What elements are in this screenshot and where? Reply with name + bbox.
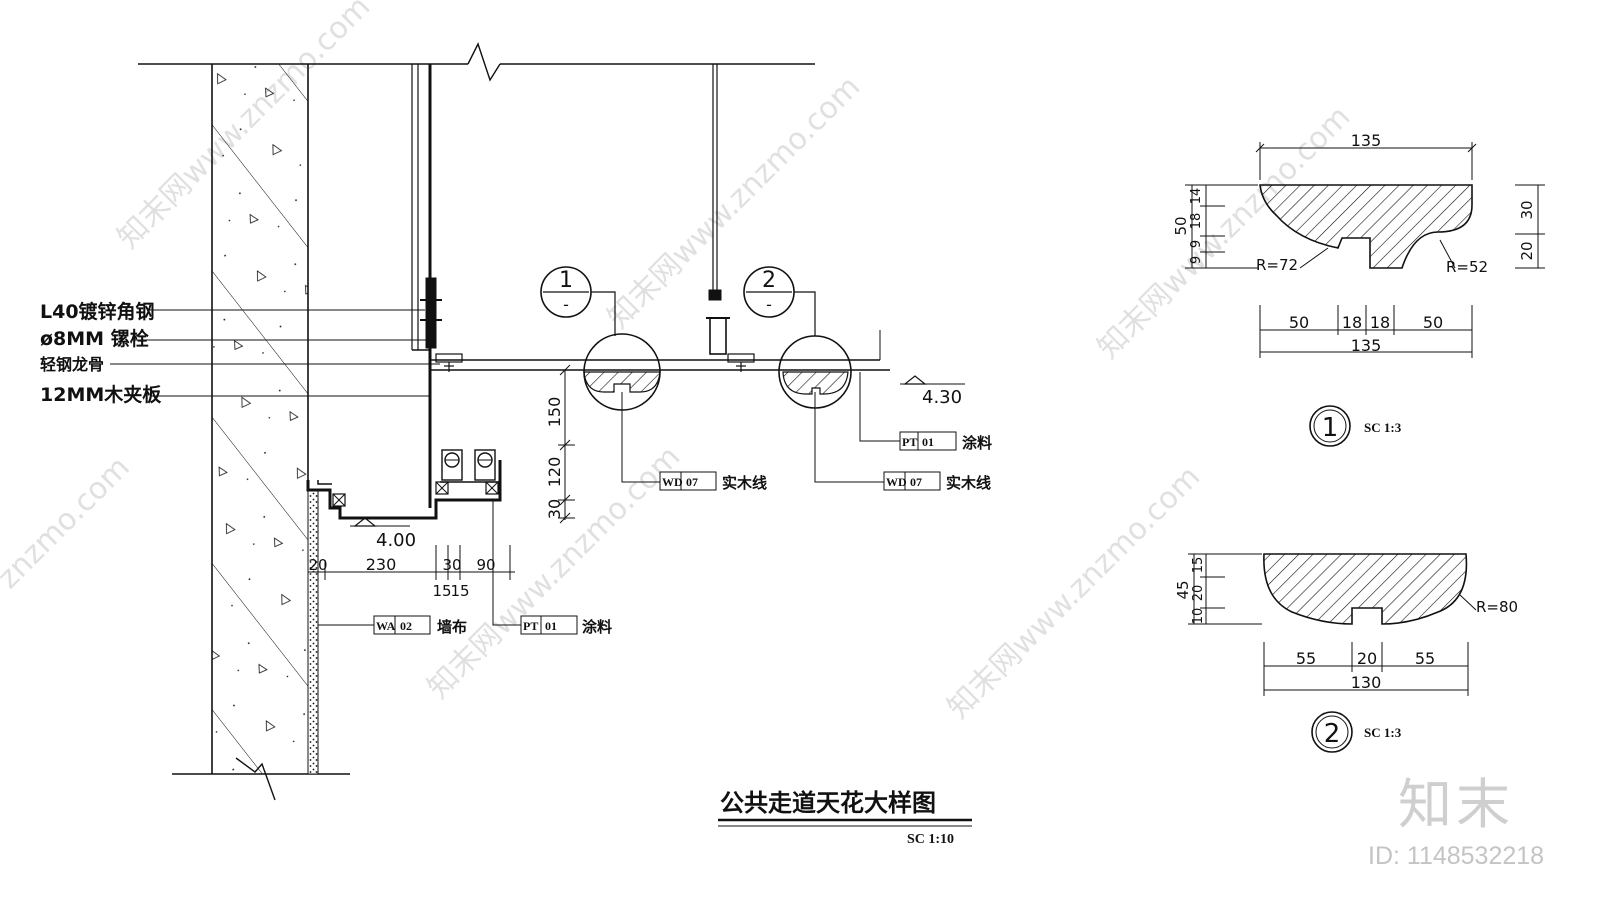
tag-code: WA: [376, 619, 396, 633]
callout-2-number: 2: [762, 268, 776, 293]
tag-pt-light: PT 01 涂料: [492, 500, 612, 636]
d1-radius-right: R=52: [1446, 258, 1488, 276]
drawing-title: 公共走道天花大样图: [720, 789, 936, 817]
d2-seg-55a: 55: [1296, 649, 1316, 668]
ceiling-slab: [138, 42, 815, 82]
dim-30: 30: [545, 499, 564, 519]
dim-120: 120: [545, 457, 564, 488]
tag-code: PT: [902, 435, 917, 449]
dim-90: 90: [476, 556, 495, 574]
d2-seg-55b: 55: [1415, 649, 1435, 668]
d1-seg-50a: 50: [1289, 313, 1309, 332]
watermark-site: 知末网www.znzmo.com: [601, 69, 867, 335]
concrete-wall: [172, 64, 350, 801]
dim-230: 230: [366, 555, 397, 574]
d1-h9b: 9: [1189, 256, 1204, 264]
tag-text: 涂料: [582, 618, 612, 636]
label-keel: 轻钢龙骨: [40, 355, 104, 374]
drawing-scale: SC 1:10: [907, 832, 954, 847]
level-soffit: 4.00: [376, 530, 416, 551]
d1-label-scale: SC 1:3: [1364, 420, 1402, 435]
tag-wa: WA 02 墙布: [318, 615, 467, 636]
d1-seg-18a: 18: [1342, 313, 1362, 332]
drawing-title-block: 公共走道天花大样图 SC 1:10: [718, 789, 972, 847]
tag-text: 实木线: [722, 474, 767, 492]
tag-num: 02: [400, 619, 412, 633]
tag-num: 07: [910, 475, 922, 489]
d2-h10: 10: [1191, 608, 1206, 625]
d1-label-number: 1: [1322, 413, 1339, 443]
detail-2: 55 20 55 130 45 15 20 10 R=80 2 SC 1:3: [1174, 553, 1518, 753]
callout-1-number: 1: [559, 268, 573, 293]
d1-r20: 20: [1518, 241, 1536, 260]
callout-2-sub: -: [766, 295, 772, 314]
d2-label-number: 2: [1324, 719, 1341, 749]
label-bolt: ø8MM 镙栓: [40, 327, 149, 350]
d1-r30: 30: [1518, 200, 1536, 219]
vertical-dimensions: [558, 364, 620, 524]
ceiling-structure: [306, 64, 890, 520]
d1-radius-left: R=72: [1256, 256, 1298, 274]
left-labels: L40镀锌角钢 ø8MM 镙栓 轻钢龙骨 12MM木夹板: [40, 300, 440, 406]
tag-text: 墙布: [437, 618, 467, 636]
d2-h15: 15: [1191, 557, 1206, 574]
tag-code: PT: [523, 619, 538, 633]
level-ceiling: 4.30: [922, 387, 962, 408]
watermark-site: 知末网www.znzmo.com: [941, 459, 1207, 725]
d1-bottom-width: 135: [1351, 336, 1382, 355]
label-plywood: 12MM木夹板: [40, 383, 162, 406]
watermark-brand: 知末: [1398, 773, 1514, 836]
d1-height-total: 50: [1172, 216, 1190, 235]
d1-h18: 18: [1189, 213, 1204, 230]
d1-seg-18b: 18: [1370, 313, 1390, 332]
dim-15b: 15: [450, 582, 469, 600]
label-angle-steel: L40镀锌角钢: [40, 300, 155, 323]
moulding-callouts: [583, 333, 852, 411]
d1-top-width: 135: [1351, 131, 1382, 150]
d1-h14: 14: [1189, 188, 1204, 205]
dim-20: 20: [308, 556, 327, 574]
watermark-id: ID: 1148532218: [1368, 842, 1545, 870]
watermark-layer: 知末网www.znzmo.com 知末网www.znzmo.com 知末网www…: [0, 0, 1357, 726]
dim-150: 150: [545, 397, 564, 428]
tag-num: 01: [922, 435, 934, 449]
d1-h9a: 9: [1189, 240, 1204, 248]
dim-30-bottom: 30: [442, 556, 461, 574]
detail-1: 135 50 18 18 50 135 50 14 18 9 9 30 20 R…: [1172, 131, 1545, 447]
tag-text: 涂料: [962, 434, 992, 452]
tag-text: 实木线: [946, 474, 991, 492]
d2-seg-20: 20: [1357, 649, 1377, 668]
tag-wd-1: WD 07 实木线: [621, 392, 767, 492]
tag-wd-2: WD 07 实木线: [814, 392, 991, 492]
tag-code: WD: [662, 475, 683, 489]
callout-bubble-1: 1 -: [540, 266, 616, 336]
d2-bottom-width: 130: [1351, 673, 1382, 692]
d2-label-scale: SC 1:3: [1364, 725, 1402, 740]
d1-seg-50b: 50: [1423, 313, 1443, 332]
tag-pt-ceiling: PT 01 涂料: [859, 372, 992, 452]
d2-h20: 20: [1191, 585, 1206, 602]
watermark-site: znzmo.com: [0, 450, 137, 596]
callout-1-sub: -: [563, 295, 569, 314]
tag-code: WD: [886, 475, 907, 489]
tag-num: 07: [686, 475, 698, 489]
bottom-dimensions: [307, 545, 515, 580]
d2-radius: R=80: [1476, 598, 1518, 616]
callout-bubble-2: 2 -: [743, 266, 816, 336]
level-marks: 4.30 4.00: [350, 375, 965, 551]
tag-num: 01: [545, 619, 557, 633]
d2-height-total: 45: [1174, 580, 1192, 599]
dim-15a: 15: [432, 582, 451, 600]
